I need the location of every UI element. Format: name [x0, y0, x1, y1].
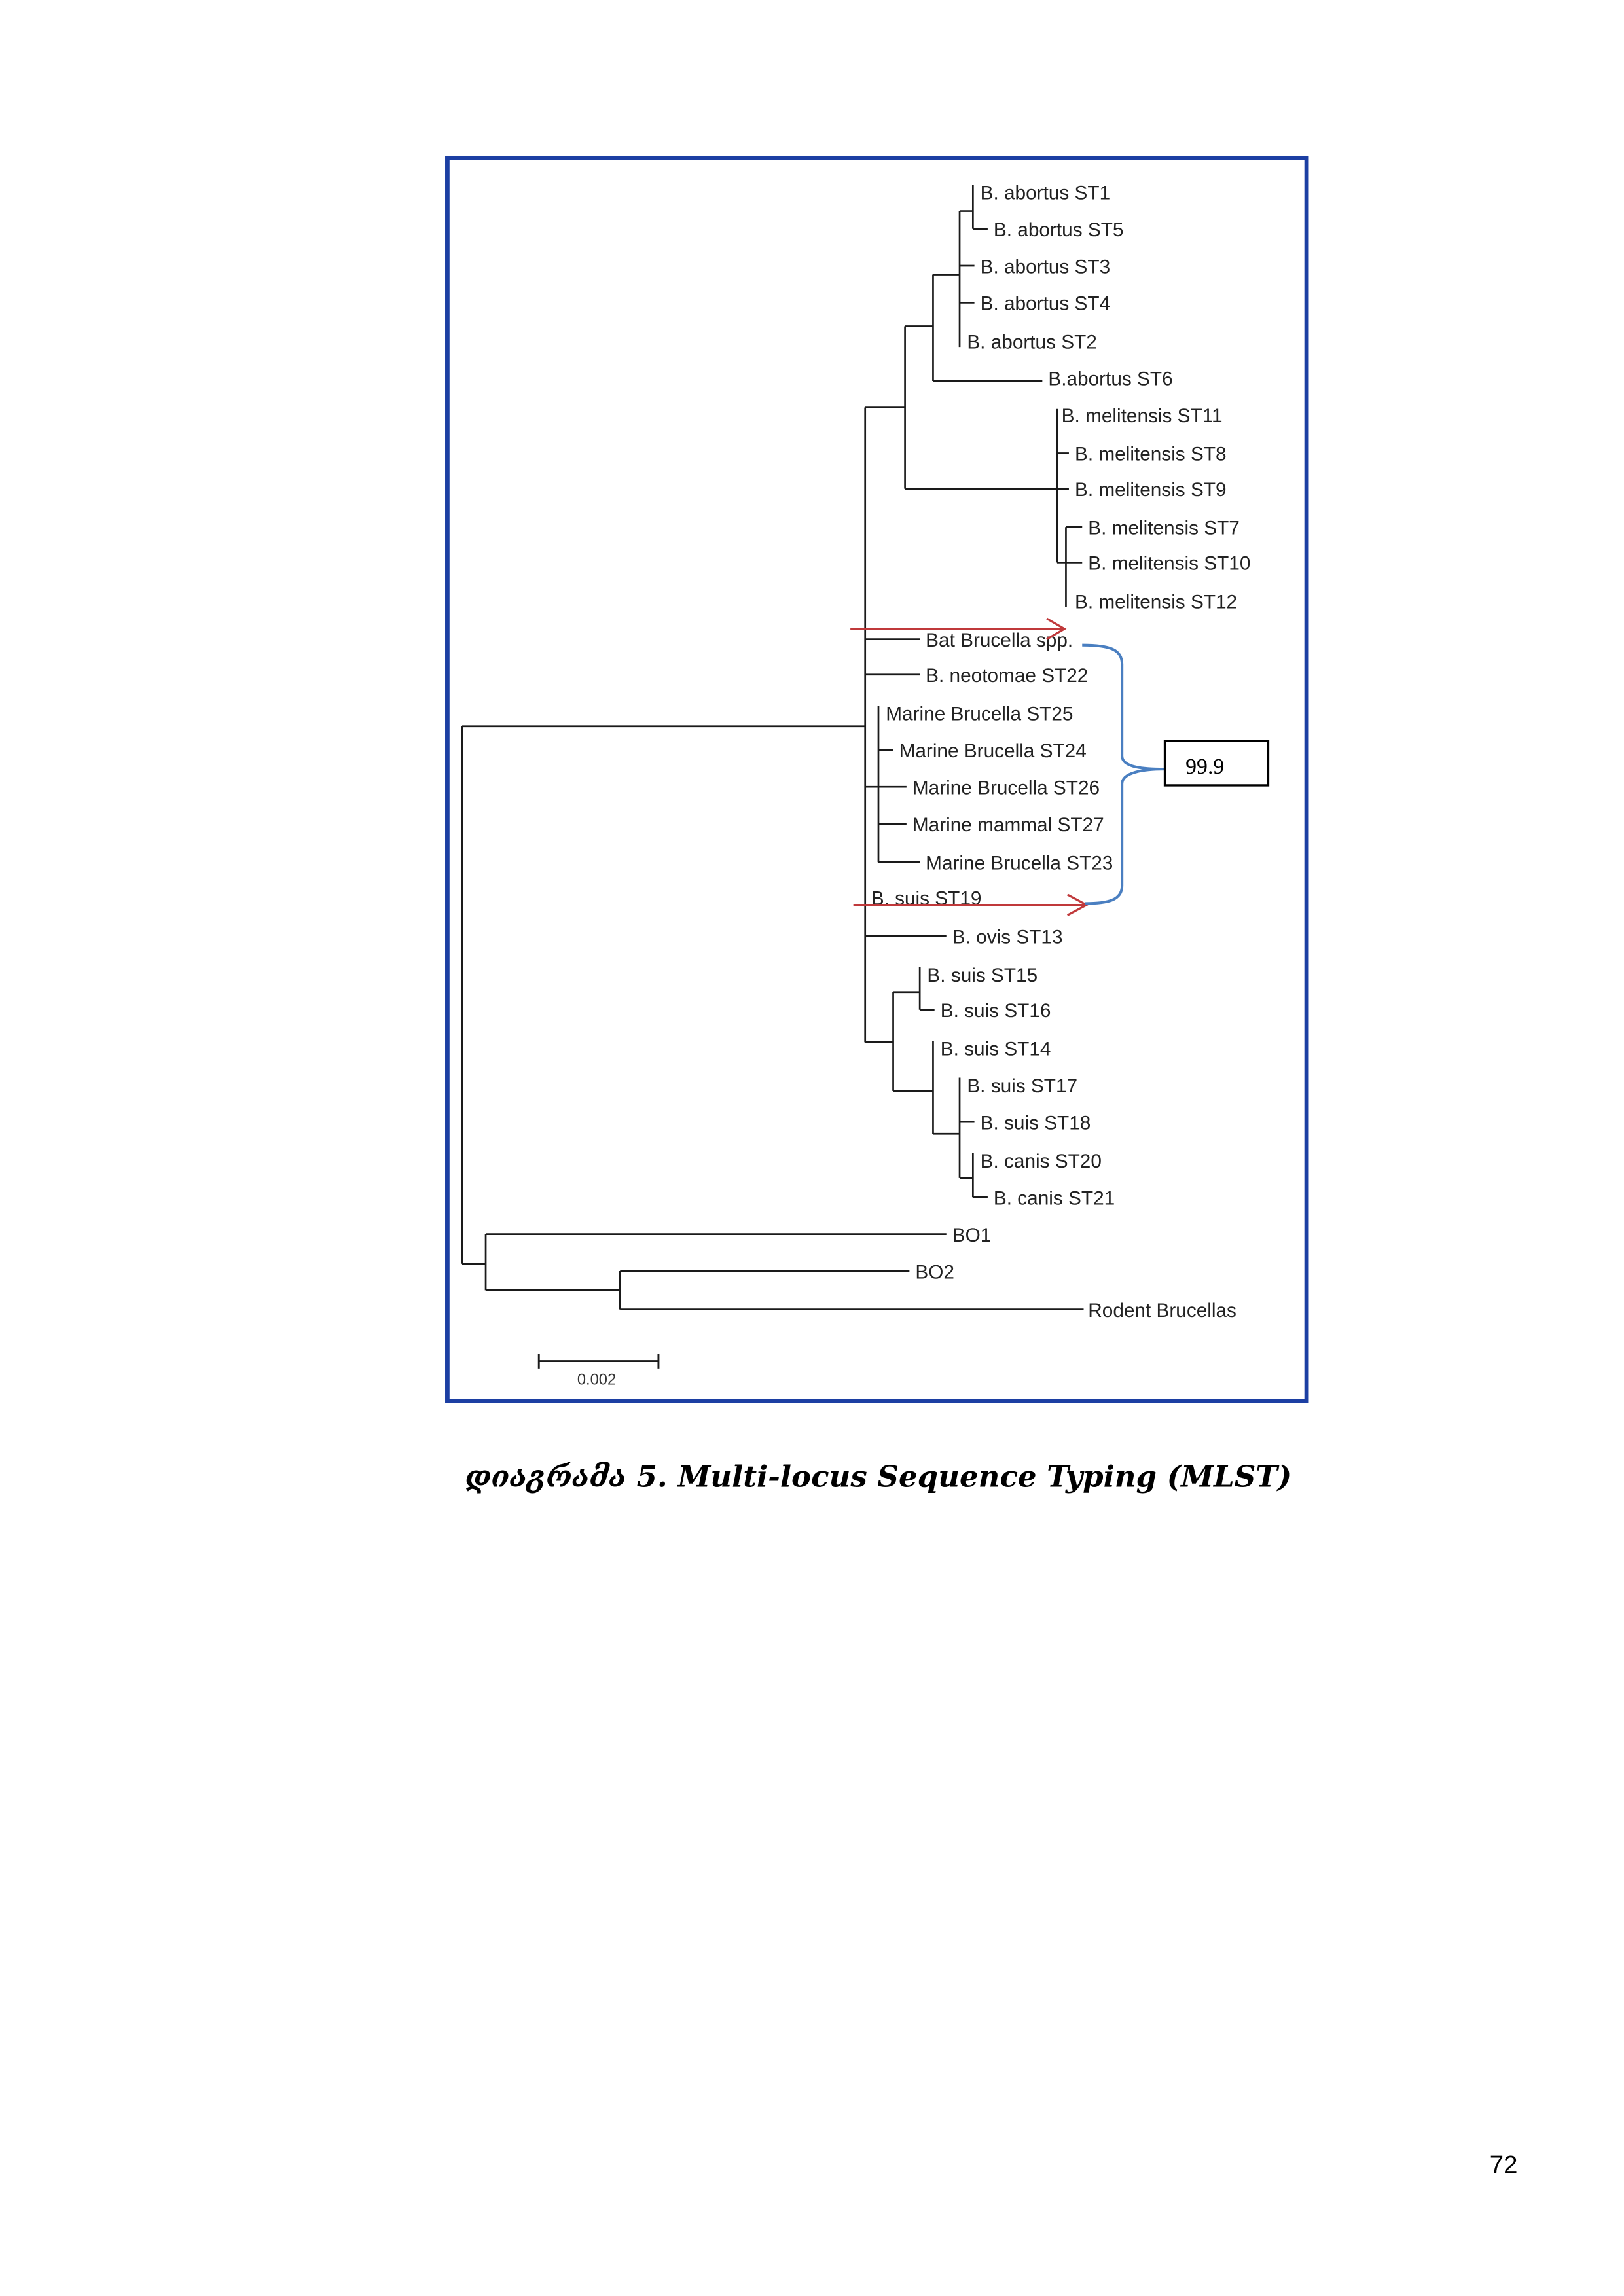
scale-bar [537, 1354, 660, 1369]
tree-leaf-label: B. suis ST15 [927, 965, 1038, 986]
tree-leaf-label: Marine Brucella ST26 [912, 777, 1100, 798]
tree-leaf-label: B. abortus ST1 [981, 183, 1111, 204]
tree-leaf-label: B. ovis ST13 [952, 926, 1063, 948]
tree-leaf-label: Marine Brucella ST25 [886, 704, 1073, 725]
tree-leaf-label: B. melitensis ST9 [1075, 479, 1227, 501]
tree-leaf-labels: B. abortus ST1 B. abortus ST5 B. abortus S… [871, 183, 1251, 1321]
tree-leaf-label: B. suis ST19 [871, 888, 982, 910]
tree-leaf-label: B. melitensis ST7 [1088, 518, 1240, 539]
page-number: 72 [1490, 2151, 1518, 2179]
tree-leaf-label: Marine Brucella ST24 [899, 740, 1087, 762]
tree-leaf-label: B. abortus ST3 [981, 256, 1111, 278]
tree-leaf-label: B. suis ST18 [981, 1112, 1091, 1134]
tree-leaf-label: BO2 [915, 1261, 954, 1283]
tree-leaf-label: B. melitensis ST11 [1062, 405, 1223, 427]
tree-branches [461, 184, 1084, 1310]
tree-leaf-label: B. canis ST20 [981, 1151, 1102, 1172]
tree-leaf-label: Rodent Brucellas [1088, 1300, 1236, 1321]
tree-leaf-label: B. suis ST14 [941, 1039, 1051, 1060]
tree-leaf-label: Marine mammal ST27 [912, 814, 1104, 836]
bootstrap-value: 99.9 [1185, 755, 1224, 779]
tree-leaf-label: Bat Brucella spp. [926, 630, 1073, 651]
figure-caption: დიაგრამა 5. Multi-locus Sequence Typing … [465, 1459, 1291, 1494]
scale-bar-label: 0.002 [577, 1372, 616, 1389]
tree-leaf-label: B. abortus ST5 [994, 219, 1124, 241]
tree-leaf-label: B. neotomae ST22 [926, 665, 1088, 687]
tree-leaf-label: Marine Brucella ST23 [926, 853, 1113, 874]
bootstrap-box [1163, 740, 1270, 787]
tree-leaf-label: B. abortus ST2 [967, 331, 1097, 353]
red-arrow-bottom [853, 893, 1089, 916]
tree-leaf-label: B.abortus ST6 [1048, 368, 1172, 390]
tree-leaf-label: B. suis ST16 [941, 1000, 1051, 1022]
tree-leaf-label: B. melitensis ST10 [1088, 553, 1250, 575]
figure-frame [445, 155, 1309, 1403]
tree-leaf-label: B. melitensis ST8 [1075, 444, 1227, 465]
tree-leaf-label: B. abortus ST4 [981, 293, 1111, 315]
tree-leaf-label: B. canis ST21 [994, 1187, 1115, 1209]
tree-leaf-label: BO1 [952, 1225, 992, 1246]
tree-leaf-label: B. suis ST17 [967, 1075, 1077, 1097]
tree-leaf-label: B. melitensis ST12 [1075, 591, 1237, 613]
red-arrow-top [850, 617, 1067, 641]
